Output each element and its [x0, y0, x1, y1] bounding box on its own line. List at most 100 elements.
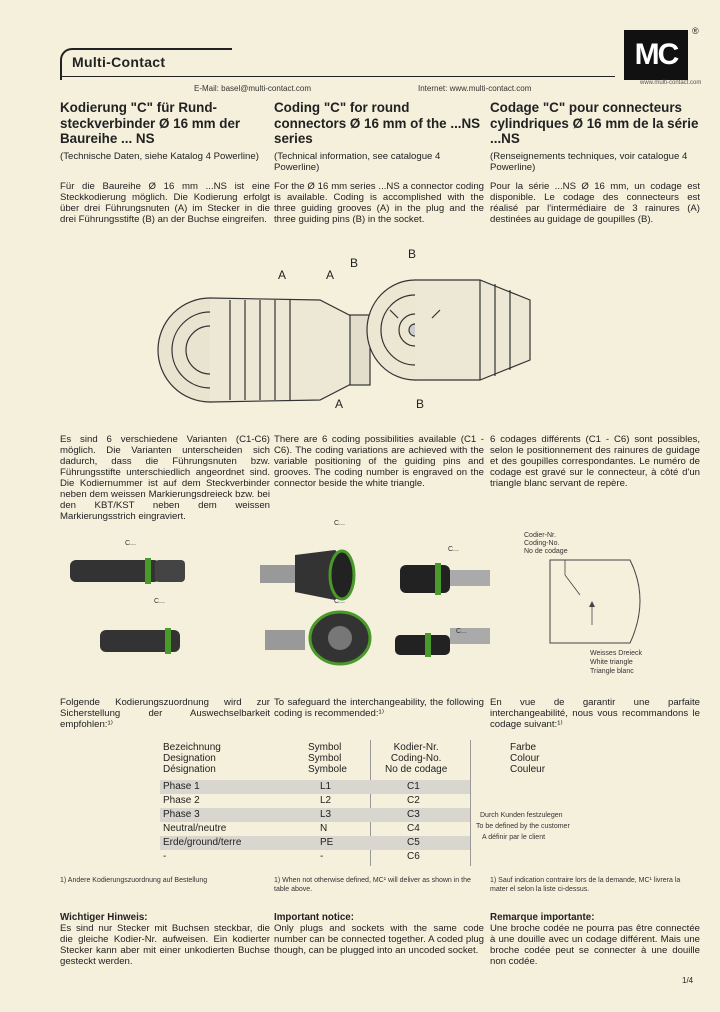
table-head-code: Kodier-Nr. Coding-No. No de codage	[385, 742, 447, 775]
notice-text-fr: Une broche codée ne pourra pas être conn…	[490, 923, 700, 967]
table-row: - - C6	[160, 850, 470, 864]
row-symbol: -	[320, 851, 324, 862]
head-fr: Désignation	[163, 764, 216, 775]
table-divider-1	[370, 740, 371, 866]
variants-fr: 6 codages différents (C1 - C6) sont poss…	[490, 434, 700, 489]
row-symbol: L1	[320, 781, 332, 792]
connector-photos	[70, 549, 490, 666]
triangle-blanc-label: Triangle blanc	[590, 668, 634, 675]
mc-logo: MC	[624, 30, 688, 80]
registered-mark: ®	[692, 26, 699, 36]
coding-intro-fr: En vue de garantir une parfaite intercha…	[490, 697, 700, 730]
label-b-right: B	[408, 247, 417, 261]
head-symbol-de: Symbol	[308, 742, 342, 753]
row-code: C5	[407, 837, 420, 848]
head-en: Designation	[163, 753, 216, 764]
header-rule	[60, 76, 615, 77]
intro-en: For the Ø 16 mm series ...NS a connector…	[274, 181, 484, 225]
notice-en: Important notice: Only plugs and sockets…	[274, 912, 484, 956]
row-code: C1	[407, 781, 420, 792]
table-head-colour: Farbe Colour Couleur	[510, 742, 545, 775]
coding-no-label: Coding-No.	[524, 540, 560, 547]
table-row: Phase 3 L3 C3	[160, 808, 470, 822]
table-row: Phase 2 L2 C2	[160, 794, 470, 808]
codier-nr-label: Codier-Nr.	[524, 532, 556, 539]
photo-label-c-1: C...	[125, 540, 136, 547]
brand-frame	[60, 48, 232, 80]
label-a-mid: A	[326, 268, 335, 282]
photo-label-c-5: C...	[448, 546, 459, 553]
heading-de: Kodierung "C" für Rund- steckverbinder Ø…	[60, 100, 241, 146]
head-code-en: Coding-No.	[390, 753, 442, 764]
row-symbol: PE	[320, 837, 334, 848]
row-code: C6	[407, 851, 420, 862]
colour-note-fr: A définir par le client	[482, 834, 546, 841]
head-symbol-en: Symbol	[308, 753, 342, 764]
head-code-fr: No de codage	[385, 764, 448, 775]
photo-label-c-3: C...	[334, 520, 345, 527]
table-row: Erde/ground/terre PE C5	[160, 836, 470, 850]
table-head-symbol: Symbol Symbol Symbole	[308, 742, 347, 775]
row-name: Neutral/neutre	[163, 823, 227, 834]
brand-name: Multi-Contact	[72, 54, 166, 70]
head-colour-de: Farbe	[510, 742, 537, 753]
notice-fr: Remarque importante: Une broche codée ne…	[490, 912, 700, 967]
notice-title-de: Wichtiger Hinweis:	[60, 912, 148, 923]
row-code: C4	[407, 823, 420, 834]
row-name: Phase 2	[163, 795, 200, 806]
head-colour-fr: Couleur	[510, 764, 546, 775]
head-de: Bezeichnung	[163, 742, 221, 753]
label-a-left: A	[278, 268, 287, 282]
row-name: Phase 1	[163, 781, 200, 792]
notice-de: Wichtiger Hinweis: Es sind nur Stecker m…	[60, 912, 270, 967]
intro-fr: Pour la série ...NS Ø 16 mm, un codage e…	[490, 181, 700, 225]
row-symbol: L3	[320, 809, 332, 820]
photo-label-c-2: C...	[154, 598, 165, 605]
coding-intro-en: To safeguard the interchangeability, the…	[274, 697, 484, 719]
ref-de: (Technische Daten, siehe Katalog 4 Power…	[60, 151, 259, 162]
logo-subtitle: www.multi-contact.com	[640, 80, 702, 86]
head-symbol-fr: Symbole	[308, 764, 347, 775]
notice-text-en: Only plugs and sockets with the same cod…	[274, 923, 484, 956]
no-codage-label: No de codage	[524, 548, 568, 555]
head-code-de: Kodier-Nr.	[393, 742, 439, 753]
heading-fr: Codage "C" pour connecteurs cylindriques…	[490, 100, 699, 146]
internet-text: Internet: www.multi-contact.com	[418, 84, 532, 93]
white-triangle-label: White triangle	[590, 659, 633, 666]
footnote-fr: 1) Sauf indication contraire lors de la …	[490, 877, 681, 893]
row-symbol: L2	[320, 795, 332, 806]
photo-label-c-4: C...	[334, 598, 345, 605]
notice-title-fr: Remarque importante:	[490, 912, 595, 923]
variants-en: There are 6 coding possibilities availab…	[274, 434, 484, 489]
weisses-dreieck-label: Weisses Dreieck	[590, 650, 642, 657]
connector-figure	[157, 279, 531, 403]
variants-de: Es sind 6 verschiedene Varianten (C1-C6)…	[60, 434, 270, 522]
table-row: Neutral/neutre N C4	[160, 822, 470, 836]
footnote-en: 1) When not otherwise defined, MC¹ will …	[274, 877, 471, 893]
ref-fr: (Renseignements techniques, voir catalog…	[490, 151, 688, 173]
notice-title-en: Important notice:	[274, 912, 355, 923]
row-name: -	[163, 851, 167, 862]
table-row: Phase 1 L1 C1	[160, 780, 470, 794]
ref-en: (Technical information, see catalogue 4 …	[274, 151, 441, 173]
colour-note-de: Durch Kunden festzulegen	[480, 812, 563, 819]
heading-en: Coding "C" for round connectors Ø 16 mm …	[274, 100, 481, 146]
intro-de: Für die Baureihe Ø 16 mm ...NS ist eine …	[60, 181, 270, 225]
row-name: Erde/ground/terre	[163, 837, 242, 848]
row-symbol: N	[320, 823, 328, 834]
email-text: E-Mail: basel@multi-contact.com	[194, 84, 312, 93]
photo-label-c-6: C...	[456, 628, 467, 635]
table-divider-2	[470, 740, 471, 866]
coding-intro-de: Folgende Kodierungszuordnung wird zur Si…	[60, 697, 270, 730]
label-b-left: B	[350, 256, 359, 270]
label-a-bottom: A	[335, 397, 344, 411]
footnote-de: 1) Andere Kodierungszuordnung auf Bestel…	[60, 877, 208, 884]
colour-note-en: To be defined by the customer	[476, 823, 570, 830]
row-name: Phase 3	[163, 809, 200, 820]
head-colour-en: Colour	[510, 753, 540, 764]
page-number: 1/4	[682, 976, 694, 985]
marking-sketch	[549, 559, 641, 644]
row-code: C2	[407, 795, 420, 806]
label-b-bottom: B	[416, 397, 425, 411]
row-code: C3	[407, 809, 420, 820]
